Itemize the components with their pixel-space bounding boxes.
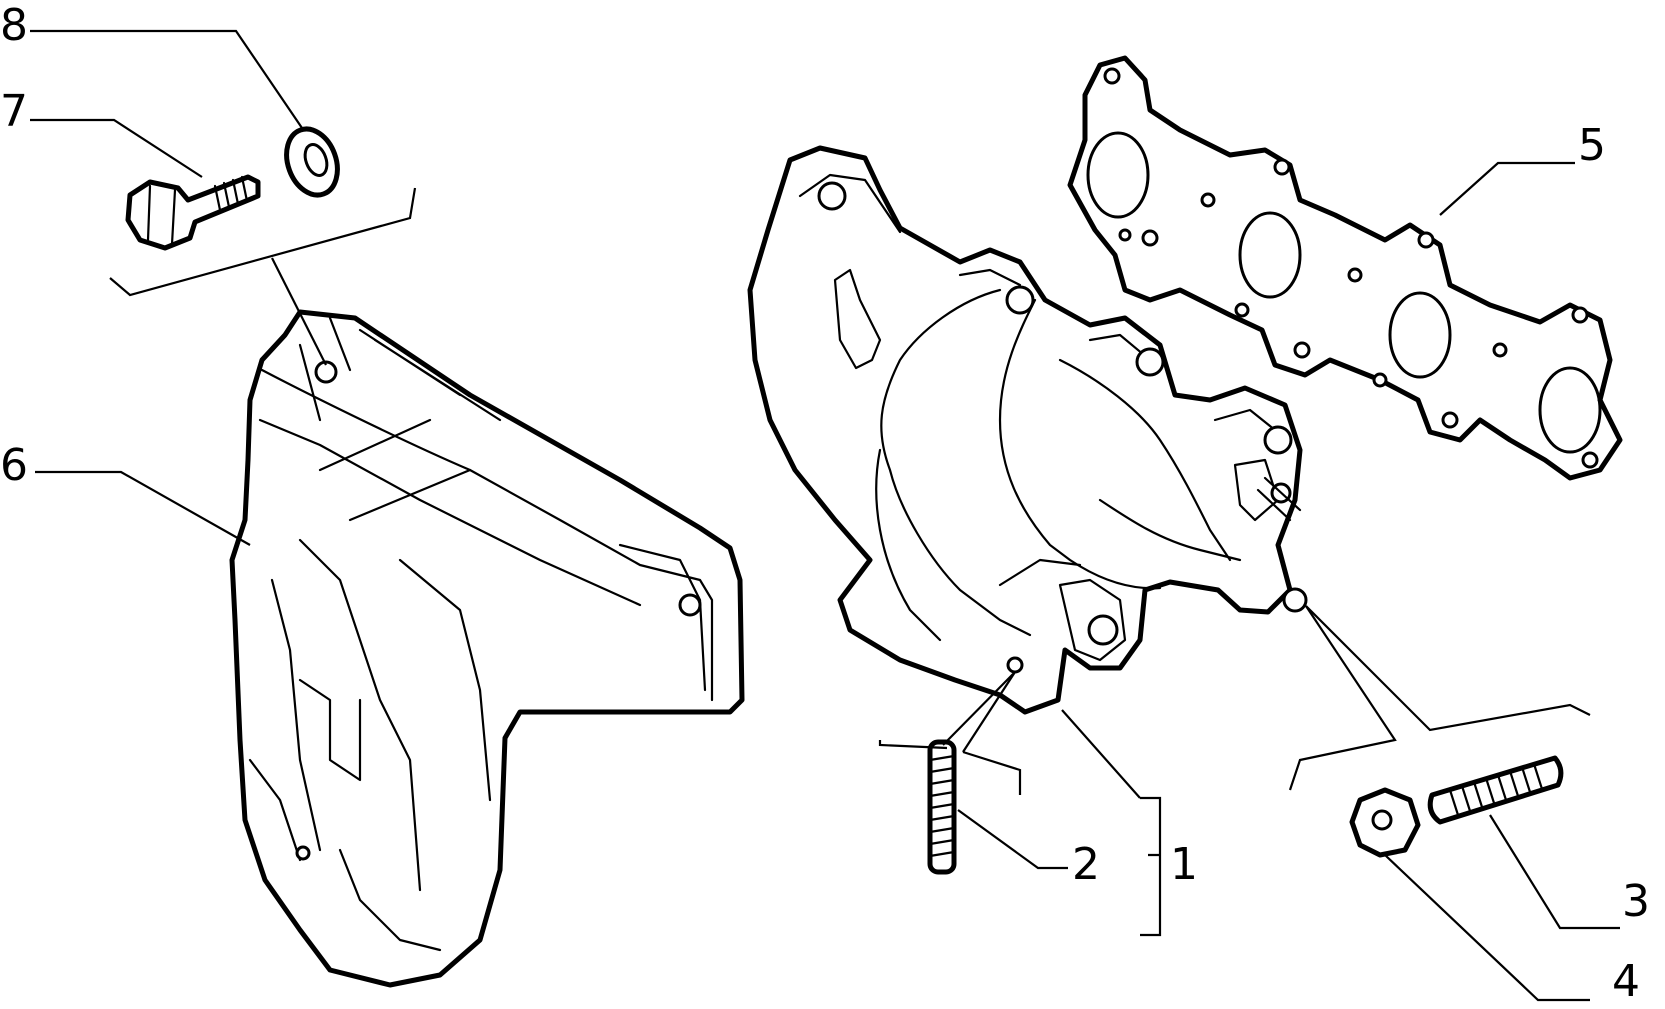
stud-icon (927, 739, 957, 875)
callout-4: 4 (1612, 956, 1640, 1007)
callout-5: 5 (1578, 120, 1606, 171)
heat-shield-icon (229, 309, 745, 988)
bolt-icon (125, 174, 261, 251)
callout-3: 3 (1622, 876, 1650, 927)
gasket-icon (1067, 55, 1623, 481)
leader-lines (30, 29, 1620, 1002)
washer-icon (284, 126, 340, 198)
exhaust-manifold-icon (747, 145, 1308, 715)
callout-8: 8 (0, 0, 28, 51)
callout-6: 6 (0, 440, 28, 491)
stud-icon (1427, 755, 1564, 825)
callout-2: 2 (1072, 839, 1100, 890)
callout-1: 1 (1170, 839, 1198, 890)
callout-7: 7 (0, 86, 28, 137)
nut-icon (1349, 787, 1421, 858)
